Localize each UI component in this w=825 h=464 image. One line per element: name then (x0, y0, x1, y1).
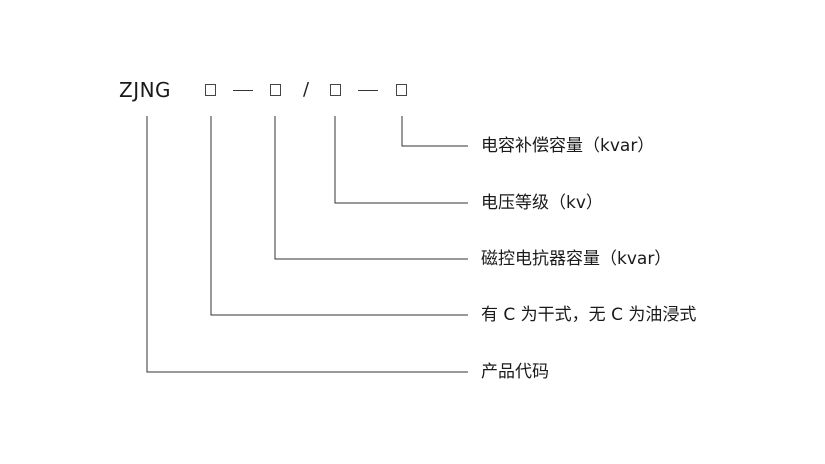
leader-line-voltage-level (334, 116, 468, 204)
dash-separator (358, 90, 378, 91)
label-capacitor-capacity: 电容补偿容量（kvar） (481, 136, 655, 156)
leader-line-reactor-capacity (274, 116, 468, 260)
leader-line-dry-oil-type (210, 116, 468, 316)
label-dry-oil-type: 有 C 为干式，无 C 为油浸式 (481, 305, 697, 325)
label-reactor-capacity: 磁控电抗器容量（kvar） (481, 249, 672, 269)
placeholder-box-reactor-capacity (270, 84, 281, 96)
placeholder-box-capacitor-capacity (396, 84, 407, 96)
placeholder-box-voltage (330, 84, 341, 96)
label-product-code: 产品代码 (481, 362, 549, 382)
placeholder-box-type (205, 84, 216, 96)
leader-line-product-code (146, 116, 468, 373)
model-code-prefix: ZJNG (119, 78, 172, 102)
leader-line-capacitor-capacity (401, 116, 468, 147)
label-voltage-level: 电压等级（kv） (481, 193, 603, 213)
dash-separator (233, 90, 253, 91)
slash-separator: / (303, 79, 310, 100)
